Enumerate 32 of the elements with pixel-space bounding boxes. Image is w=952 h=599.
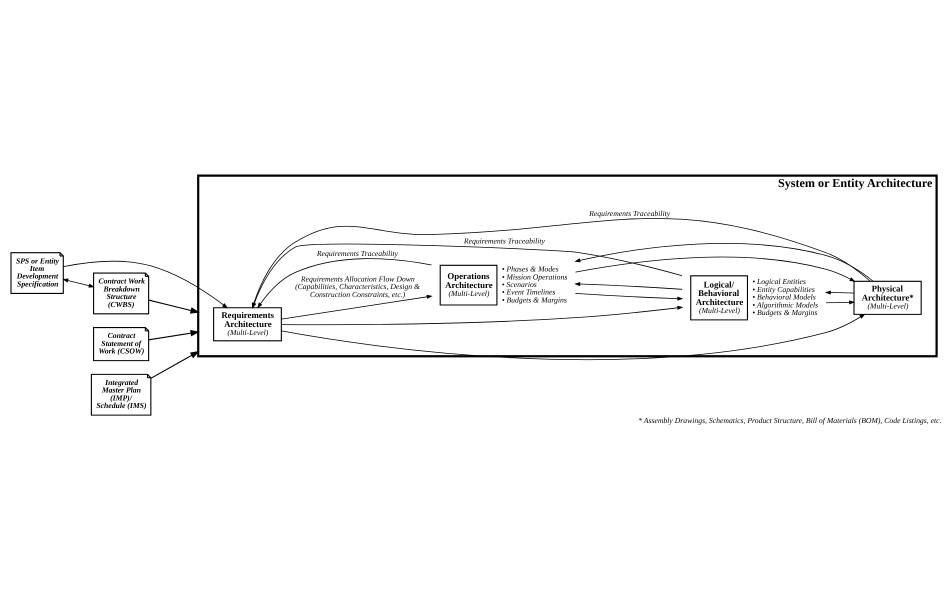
edge-label: Requirements Traceability	[316, 249, 398, 258]
edge-label: Requirements Traceability	[589, 208, 670, 218]
arrow	[824, 290, 854, 295]
node-label: • Event Timelines	[502, 288, 556, 297]
node-box: Requirements Architecture (Multi-Level)	[213, 307, 282, 342]
node-label: • Algorithmic Models	[752, 300, 818, 310]
node-box: Physical Architecture* (Multi-Level)	[853, 280, 922, 315]
node-label: • Logical Entities	[752, 277, 806, 286]
arrow	[575, 256, 856, 282]
arrow	[62, 260, 228, 308]
arrow	[575, 292, 684, 301]
node-label: • Entity Capabilities	[752, 284, 815, 294]
arrow	[826, 300, 856, 304]
arrow	[257, 258, 432, 308]
arrow	[280, 294, 433, 320]
arrow	[574, 282, 683, 290]
arrow	[574, 243, 874, 282]
arrow	[148, 330, 200, 340]
arrow	[150, 350, 200, 379]
edge-label: Requirements Allocation Flow Down (Capabilities, Characteristics, Design & Construction Constraints, etc.)	[295, 274, 420, 299]
arrow	[148, 300, 200, 314]
arrow	[281, 314, 866, 360]
caption: * Assembly Drawings, Schematics, Product Structure, Bill of Materials (BOM), Code Listings, etc.	[638, 416, 942, 425]
node-label: • Budgets & Margins	[752, 308, 818, 318]
node-label: • Budgets & Margins	[502, 295, 567, 304]
node-label: • Phases & Modes	[502, 264, 559, 274]
node-label: • Behavioral Models	[752, 292, 816, 302]
arrow	[62, 278, 95, 288]
arrow	[281, 306, 684, 326]
node-label: • Mission Operations	[502, 272, 568, 282]
edge-label: Requirements Traceability	[464, 236, 545, 246]
node-label: • Scenarios	[502, 280, 537, 289]
